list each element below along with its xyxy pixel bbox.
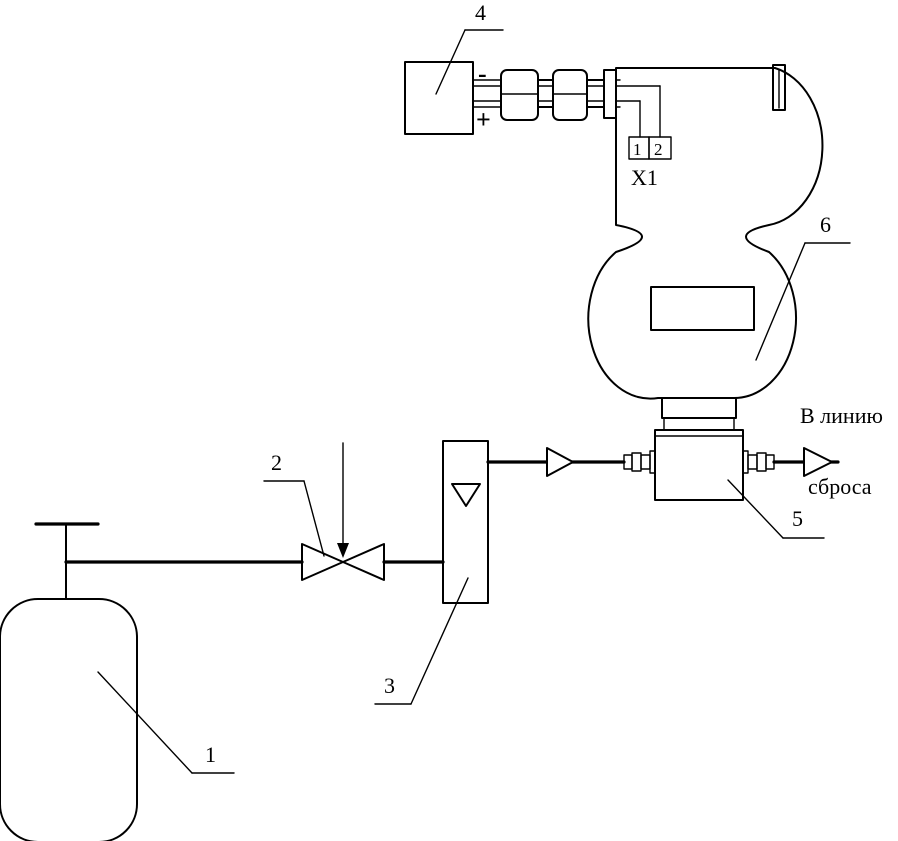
polarity-minus: - xyxy=(478,59,487,88)
terminal-block: 1 2 X1 xyxy=(628,136,672,190)
label-valve: 2 xyxy=(271,450,282,475)
inlet-fitting xyxy=(623,450,656,474)
leader-line-2-diag xyxy=(303,480,325,557)
label-flow-adapter: 5 xyxy=(792,506,803,531)
gas-detector xyxy=(587,64,824,419)
check-valve-outlet-icon xyxy=(803,447,833,477)
leader-line-5 xyxy=(727,479,784,539)
power-supply xyxy=(404,61,474,135)
leader-line-1 xyxy=(97,671,193,774)
label-power-supply: 4 xyxy=(475,0,486,25)
leader-line-4 xyxy=(435,29,466,95)
terminal-pin-1: 1 xyxy=(633,140,642,159)
outlet-label-line2: сброса xyxy=(808,474,872,499)
needle-valve xyxy=(301,442,385,581)
label-cylinder: 1 xyxy=(205,742,216,767)
cable-gland-2 xyxy=(552,69,588,121)
outlet-label-line1: В линию xyxy=(800,403,883,428)
cable-gland-3 xyxy=(603,69,617,119)
check-valve-inlet-icon xyxy=(546,447,574,477)
outlet-fitting xyxy=(742,450,775,474)
cable-gland-1 xyxy=(500,69,539,121)
terminal-pin-2: 2 xyxy=(654,140,663,159)
flowmeter xyxy=(442,440,489,604)
polarity-plus: + xyxy=(476,105,491,134)
flow-adapter xyxy=(654,417,744,501)
terminal-block-name: X1 xyxy=(631,165,658,190)
leader-line-3 xyxy=(410,577,469,705)
leader-line-6 xyxy=(755,242,806,361)
gas-cylinder xyxy=(0,522,138,841)
label-detector: 6 xyxy=(820,212,831,237)
label-flowmeter: 3 xyxy=(384,673,395,698)
